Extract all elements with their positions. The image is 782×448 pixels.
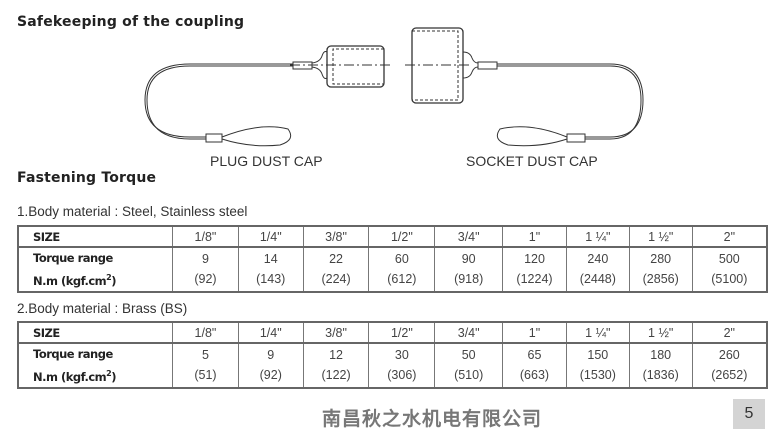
torque-label: Torque range <box>33 347 113 361</box>
torque-nm: 260 <box>718 348 740 363</box>
size-cell: 1 ½" <box>628 321 693 344</box>
size-cell: 3/8" <box>302 225 370 248</box>
torque-nm: 60 <box>394 252 409 267</box>
size-cell: 3/4" <box>434 321 504 344</box>
fastening-torque-heading: Fastening Torque <box>17 170 157 186</box>
size-cell: 1/8" <box>172 321 239 344</box>
torque-kgf: (92) <box>194 272 217 287</box>
company-name: 南昌秋之水机电有限公司 <box>322 408 543 430</box>
unit-label: N.m (kgf.cm <box>33 369 107 384</box>
torque-cell: 14 (143) <box>237 246 304 293</box>
torque-cell: 260 (2652) <box>691 342 768 389</box>
socket-dust-cap-drawing <box>405 27 644 147</box>
torque-cell: 120 (1224) <box>502 246 567 293</box>
torque-kgf: (918) <box>454 272 484 287</box>
torque-nm: 22 <box>329 252 343 267</box>
torque-kgf: (224) <box>321 272 351 287</box>
size-cell: 1 ¼" <box>565 225 630 248</box>
torque-cell: 5 (51) <box>172 342 239 389</box>
torque-cell: 9 (92) <box>172 246 239 293</box>
torque-kgf: (663) <box>519 368 550 383</box>
torque-kgf: (5100) <box>711 272 748 287</box>
torque-kgf: (1836) <box>642 368 679 383</box>
torque-nm: 14 <box>263 252 278 267</box>
torque-cell: 22 (224) <box>302 246 370 293</box>
size-cell: 1" <box>502 225 567 248</box>
size-cell: 1" <box>502 321 567 344</box>
torque-nm: 90 <box>461 252 476 267</box>
torque-nm: 180 <box>650 348 672 363</box>
torque-kgf: (510) <box>454 368 484 383</box>
torque-kgf: (143) <box>256 272 286 287</box>
torque-nm: 500 <box>718 252 740 267</box>
torque-nm: 240 <box>587 252 609 267</box>
torque-kgf: (1224) <box>516 272 553 287</box>
torque-kgf: (612) <box>387 272 417 287</box>
torque-cell: 12 (122) <box>302 342 370 389</box>
torque-kgf: (1530) <box>579 368 616 383</box>
torque-nm: 120 <box>524 252 545 267</box>
torque-nm: 65 <box>527 348 542 363</box>
size-cell: 2" <box>691 225 768 248</box>
torque-kgf: (2652) <box>711 368 748 383</box>
torque-kgf: (122) <box>321 368 351 383</box>
torque-cell: 280 (2856) <box>628 246 693 293</box>
table-2-title: 2.Body material : Brass (BS) <box>17 301 188 316</box>
torque-kgf: (92) <box>259 368 282 383</box>
size-cell: 1/8" <box>172 225 239 248</box>
size-cell: 3/8" <box>302 321 370 344</box>
size-cell: 1/2" <box>368 321 436 344</box>
plug-dust-cap-drawing <box>144 45 390 147</box>
torque-kgf: (306) <box>387 368 417 383</box>
torque-cell: 240 (2448) <box>565 246 630 293</box>
unit-label: N.m (kgf.cm <box>33 273 107 288</box>
dust-cap-diagram <box>144 27 644 147</box>
torque-nm: 9 <box>201 252 209 267</box>
torque-nm: 280 <box>650 252 672 267</box>
torque-cell: 60 (612) <box>368 246 436 293</box>
torque-nm: 5 <box>201 348 209 363</box>
torque-cell: 500 (5100) <box>691 246 768 293</box>
size-cell: 1 ¼" <box>565 321 630 344</box>
size-label: SIZE <box>17 321 174 344</box>
page-number: 5 <box>733 399 765 429</box>
size-cell: 1/4" <box>237 321 304 344</box>
torque-kgf: (2856) <box>642 272 679 287</box>
torque-kgf: (2448) <box>579 272 616 287</box>
torque-nm: 50 <box>461 348 476 363</box>
safekeeping-heading: Safekeeping of the coupling <box>17 14 245 30</box>
torque-nm: 30 <box>394 348 409 363</box>
torque-cell: 180 (1836) <box>628 342 693 389</box>
torque-cell: 50 (510) <box>434 342 504 389</box>
size-cell: 2" <box>691 321 768 344</box>
size-cell: 1 ½" <box>628 225 693 248</box>
torque-nm: 12 <box>329 348 343 363</box>
torque-cell: 30 (306) <box>368 342 436 389</box>
plug-dust-cap-label: PLUG DUST CAP <box>210 153 323 169</box>
torque-kgf: (51) <box>194 368 217 383</box>
size-cell: 1/4" <box>237 225 304 248</box>
size-label: SIZE <box>17 225 174 248</box>
torque-nm: 150 <box>587 348 609 363</box>
torque-cell: 90 (918) <box>434 246 504 293</box>
size-cell: 1/2" <box>368 225 436 248</box>
torque-label: Torque range <box>33 251 113 265</box>
table-1-title: 1.Body material : Steel, Stainless steel <box>17 204 248 219</box>
torque-cell: 150 (1530) <box>565 342 630 389</box>
socket-dust-cap-label: SOCKET DUST CAP <box>466 153 598 169</box>
size-cell: 3/4" <box>434 225 504 248</box>
torque-cell: 65 (663) <box>502 342 567 389</box>
torque-nm: 9 <box>267 348 275 363</box>
torque-cell: 9 (92) <box>237 342 304 389</box>
